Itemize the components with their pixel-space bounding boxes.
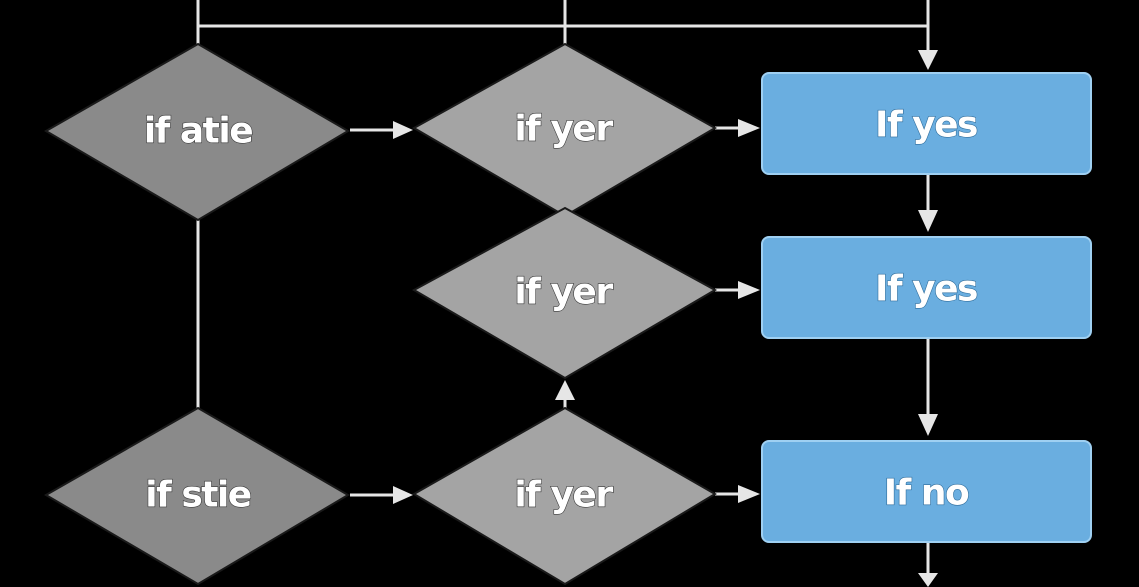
decision-diamond [44,42,350,222]
decision-label: if stie [145,475,251,516]
decision-label: if atie [144,111,252,152]
decision-diamond [412,406,717,586]
arrowhead-3 [738,281,760,299]
decision-label: if yer [514,109,613,150]
decision-node: if yer [411,42,718,218]
process-box [761,72,1092,175]
arrowhead-top-drop [918,50,938,70]
decision-label: if yer [514,272,613,313]
decision-label: if yer [514,475,613,516]
arrowhead-2 [738,119,760,137]
process-label: If yes [875,269,977,310]
decision-node: if yer [411,206,718,380]
process-box [761,236,1092,339]
process-box [761,440,1092,543]
process-node: If no [761,440,1092,543]
arrowhead-9 [555,380,575,400]
arrowhead-7 [918,414,938,436]
decision-node: if yer [412,406,717,586]
decision-diamond [44,406,350,586]
arrowhead-8 [918,573,938,587]
arrowhead-4 [393,486,413,504]
decision-node: if stie [44,406,350,586]
decision-diamond [411,206,718,380]
connector-lines [196,0,930,575]
process-node: If yes [761,236,1092,339]
process-label: If yes [875,105,977,146]
arrowheads [393,50,938,587]
arrowhead-5 [738,485,760,503]
process-label: If no [884,473,969,514]
arrowhead-6 [918,210,938,232]
decision-node: if atie [44,42,350,222]
arrowhead-1 [393,121,413,139]
process-node: If yes [761,72,1092,175]
